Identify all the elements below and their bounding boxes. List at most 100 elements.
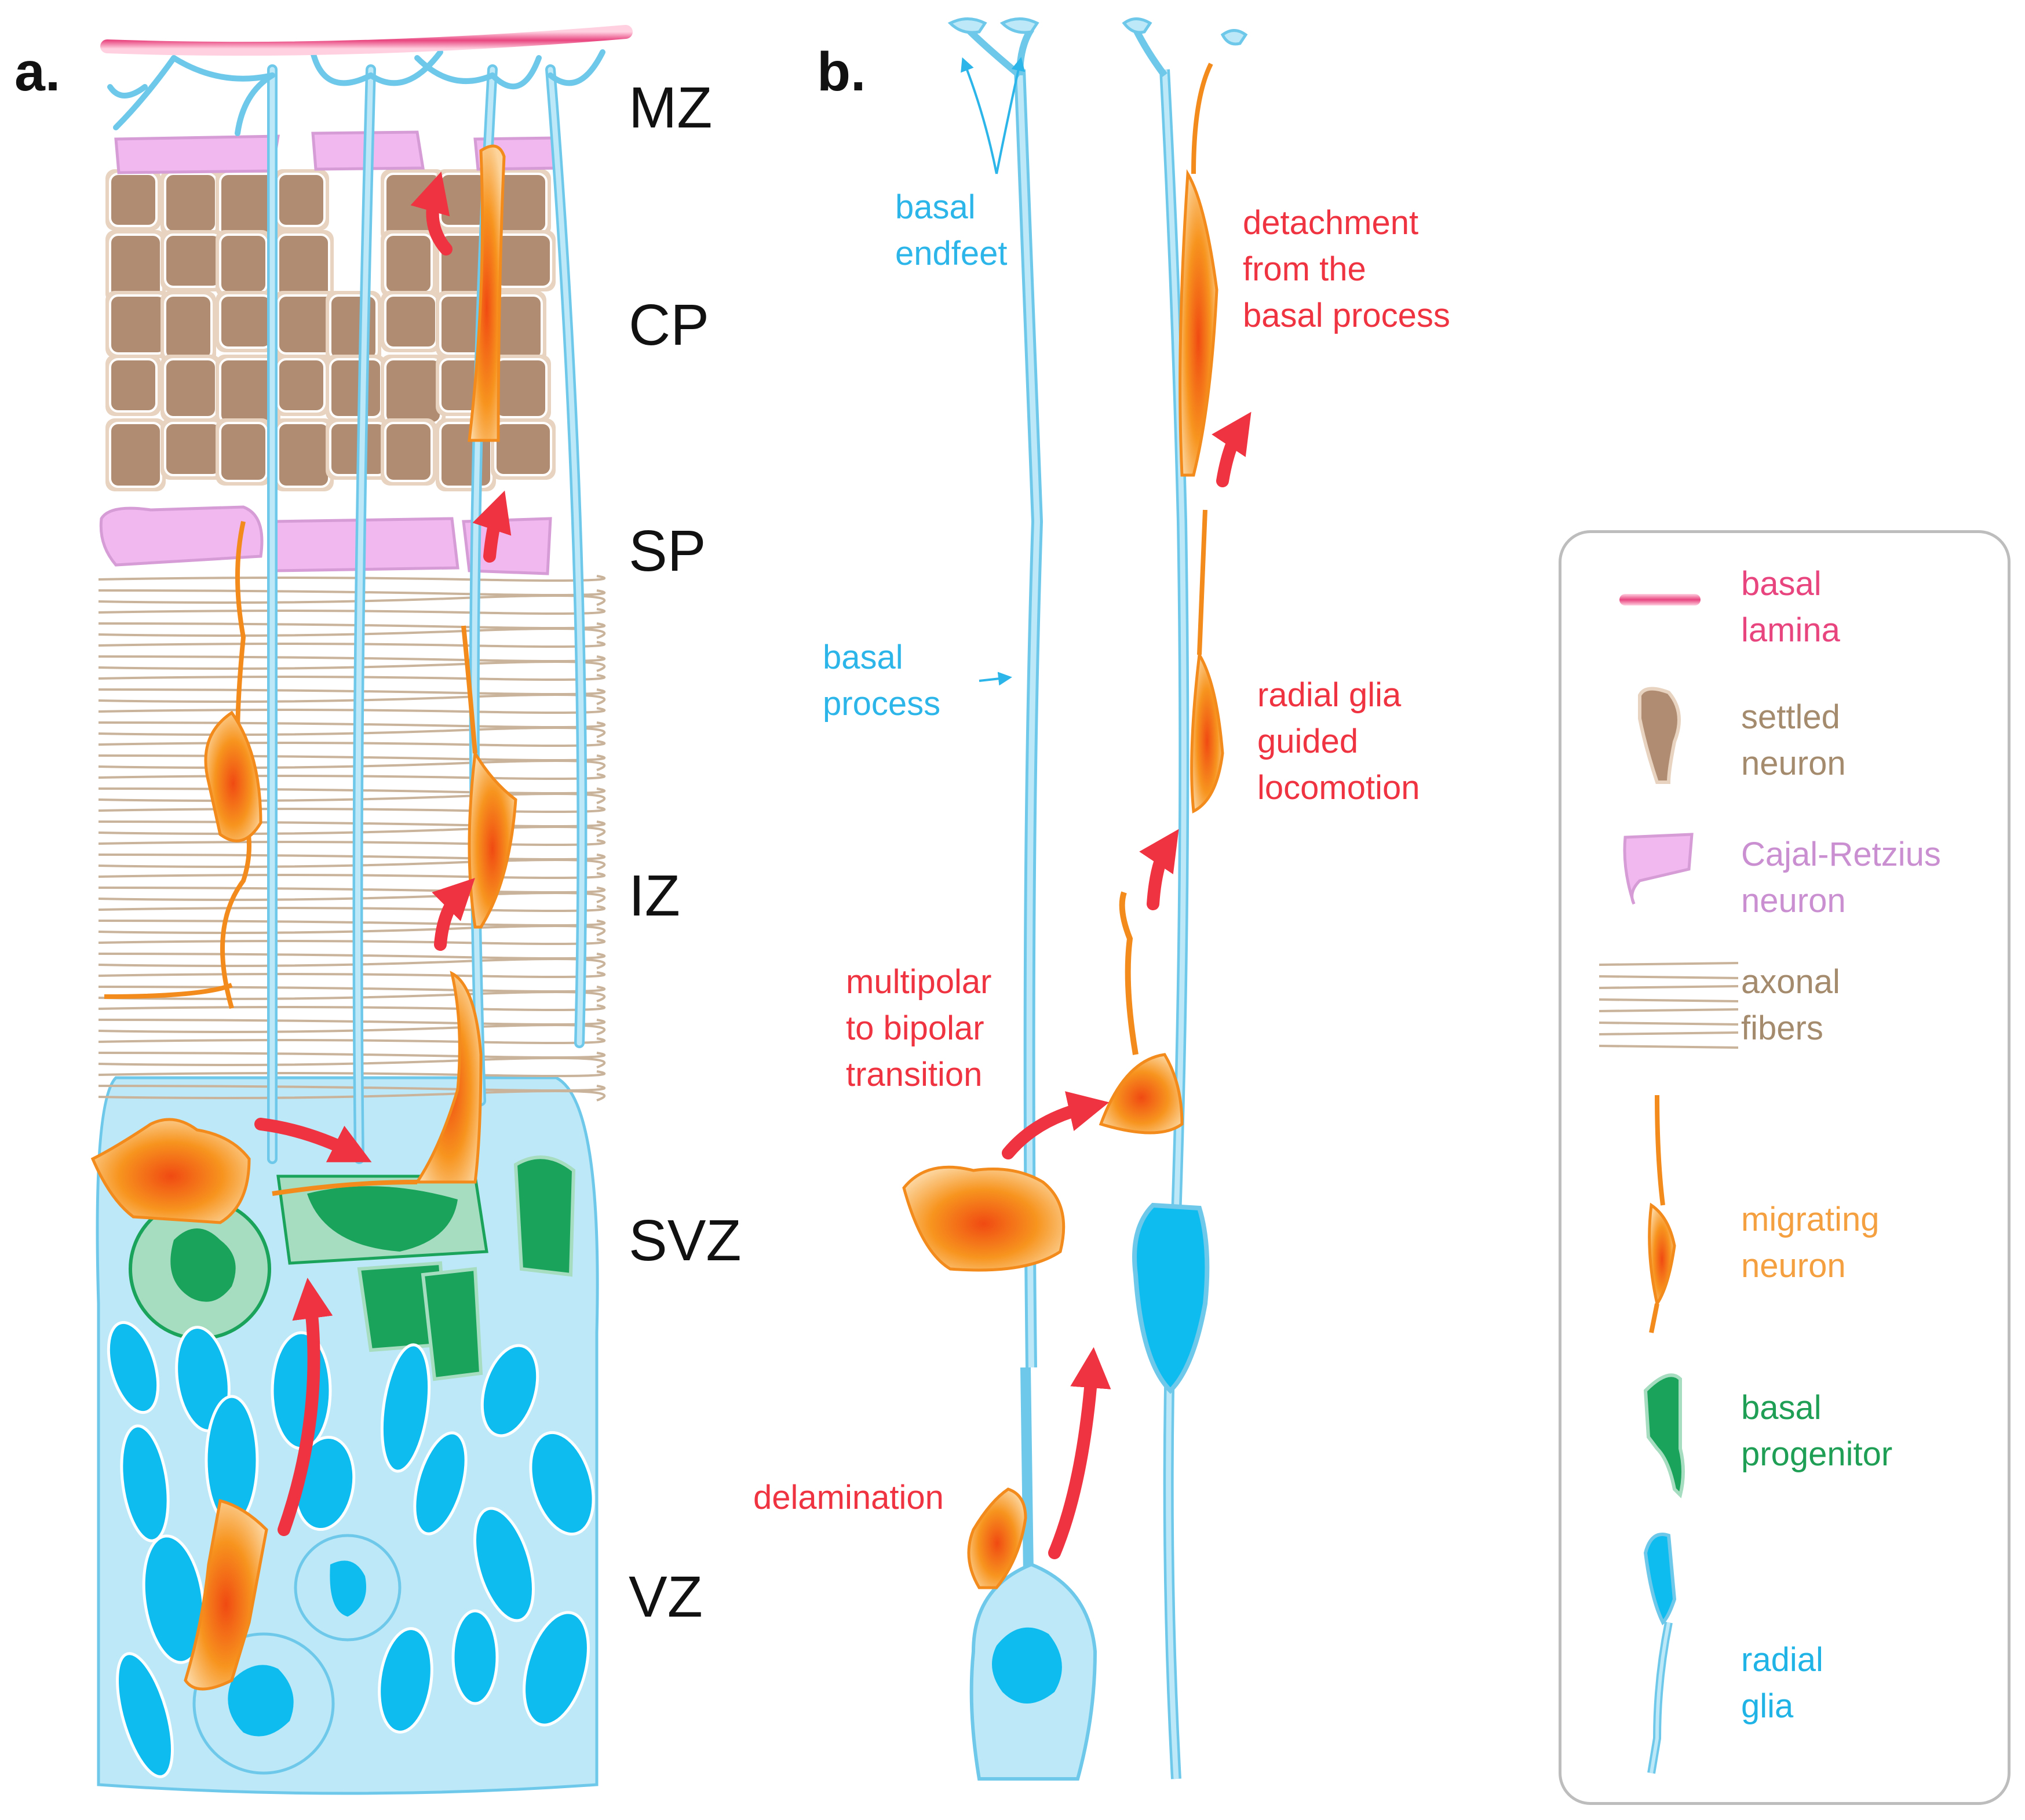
axonal-fiber: [98, 892, 606, 903]
axonal-fiber: [98, 854, 606, 860]
axonal-fiber: [98, 925, 606, 936]
zone-labels: MZ CP SP IZ SVZ VZ: [629, 75, 741, 1629]
radial-glia-guided-label: radial glia guided locomotion: [1257, 676, 1420, 807]
axonal-fiber: [98, 820, 606, 827]
delamination-label: delamination: [753, 1479, 944, 1516]
settled-neuron: [164, 173, 217, 233]
settled-neuron: [164, 358, 217, 418]
settled-neuron: [384, 422, 433, 482]
settled-neuron: [164, 294, 213, 360]
legend-icon-cajal-neuron: [1623, 833, 1694, 905]
migrating-neurons-a: [90, 144, 517, 1691]
axonal-fiber: [98, 1052, 606, 1059]
axonal-fiber: [98, 1024, 606, 1035]
axonal-fiber: [98, 793, 606, 804]
axonal-fiber: [98, 859, 606, 870]
legend-icon-migrating-neuron: [1648, 1095, 1676, 1333]
axonal-fiber: [98, 628, 606, 639]
zone-label-vz: VZ: [629, 1564, 703, 1629]
axonal-fiber: [98, 787, 606, 794]
legend-label-migrating-neuron: migrating neuron: [1741, 1201, 1880, 1285]
settled-neuron: [494, 422, 552, 476]
settled-neuron: [494, 294, 543, 360]
axonal-fiber: [98, 826, 606, 837]
panel-a-cortex-section: [90, 25, 633, 1795]
zone-label-mz: MZ: [629, 75, 712, 140]
settled-neuron: [277, 173, 326, 227]
radial-glia-left: [947, 17, 1097, 1781]
settled-neuron: [219, 294, 272, 349]
radial-glia-nucleus: [116, 1652, 174, 1778]
settled-neuron: [109, 173, 158, 227]
axonal-fiber: [98, 986, 606, 993]
legend-label-basal-lamina: basal lamina: [1741, 565, 1840, 649]
settled-neuron: [277, 358, 326, 413]
legend-icon-settled-neuron: [1638, 687, 1681, 784]
axonal-fiber: [98, 938, 606, 945]
legend-label-settled-neuron: settled neuron: [1741, 698, 1846, 782]
radial-glia-nucleus: [271, 1331, 332, 1450]
legend-label-radial-glia: radial glia: [1741, 1641, 1823, 1725]
settled-neuron: [384, 234, 433, 294]
settled-neuron: [164, 234, 222, 288]
axonal-fiber: [98, 1057, 606, 1068]
settled-neuron: [219, 234, 268, 294]
legend-label-cajal-retzius: Cajal-Retzius neuron: [1741, 836, 1941, 920]
basal-endfeet-label: basal endfeet: [895, 188, 1008, 272]
legend-label-axonal-fibers: axonal fibers: [1741, 963, 1840, 1047]
multipolar-transition-label: multipolar to bipolar transition: [846, 963, 992, 1093]
axonal-fiber: [98, 694, 606, 705]
radial-glia-nucleus: [413, 1431, 468, 1535]
radial-glia-right: [1122, 17, 1248, 1779]
settled-neuron: [109, 358, 158, 413]
settled-neuron: [277, 234, 330, 300]
panel-a-label: a.: [14, 41, 61, 103]
basal-progenitors: [129, 1155, 576, 1381]
migration-arrows-a: [254, 172, 512, 1536]
radial-glia-nucleus: [529, 1431, 595, 1536]
axonal-fiber: [98, 1070, 606, 1077]
radial-glia-nucleus: [107, 1321, 160, 1414]
axonal-fibers-iz: [98, 575, 606, 1102]
settled-neuron: [494, 234, 552, 288]
axonal-fiber: [98, 721, 606, 728]
axonal-fiber: [98, 806, 606, 813]
legend-icon-basal-lamina: [1619, 594, 1701, 606]
settled-neuron: [109, 294, 167, 355]
axonal-fiber: [98, 958, 606, 969]
detachment-label: detachment from the basal process: [1243, 204, 1450, 334]
axonal-fiber: [98, 872, 606, 879]
radial-glia-nucleus: [523, 1611, 590, 1727]
panel-b-label: b.: [817, 41, 866, 103]
settled-neuron: [277, 422, 330, 488]
radial-glia-nuclei-vz: [107, 1321, 595, 1778]
legend-icon-basal-progenitor: [1643, 1373, 1685, 1498]
migrating-neurons-b: [902, 63, 1224, 1589]
axonal-fiber: [98, 1037, 606, 1044]
axonal-fiber: [98, 575, 606, 582]
axonal-fiber: [98, 760, 606, 771]
settled-neuron: [384, 294, 437, 349]
zone-label-iz: IZ: [629, 863, 680, 928]
settled-neuron: [439, 173, 488, 227]
axonal-fiber: [98, 608, 606, 615]
axonal-fiber: [98, 905, 606, 912]
axonal-fiber: [98, 594, 606, 606]
axonal-fiber: [98, 727, 606, 738]
legend-label-basal-progenitor: basal progenitor: [1741, 1389, 1893, 1473]
settled-neuron: [494, 358, 548, 418]
settled-neuron: [277, 294, 335, 355]
panel-b-migration-stages: [902, 17, 1252, 1781]
zone-label-cp: CP: [629, 293, 709, 358]
zone-label-svz: SVZ: [629, 1208, 741, 1273]
settled-neuron: [219, 422, 268, 482]
radial-glia-nucleus: [480, 1344, 539, 1438]
axonal-fiber: [98, 707, 606, 714]
legend-icon-radial-glia: [1643, 1533, 1677, 1774]
settled-neuron: [109, 234, 162, 300]
axonal-fiber: [98, 991, 606, 1002]
zone-label-sp: SP: [629, 519, 706, 583]
annotation-pointers: [961, 57, 1026, 686]
axonal-fiber: [98, 1019, 606, 1026]
